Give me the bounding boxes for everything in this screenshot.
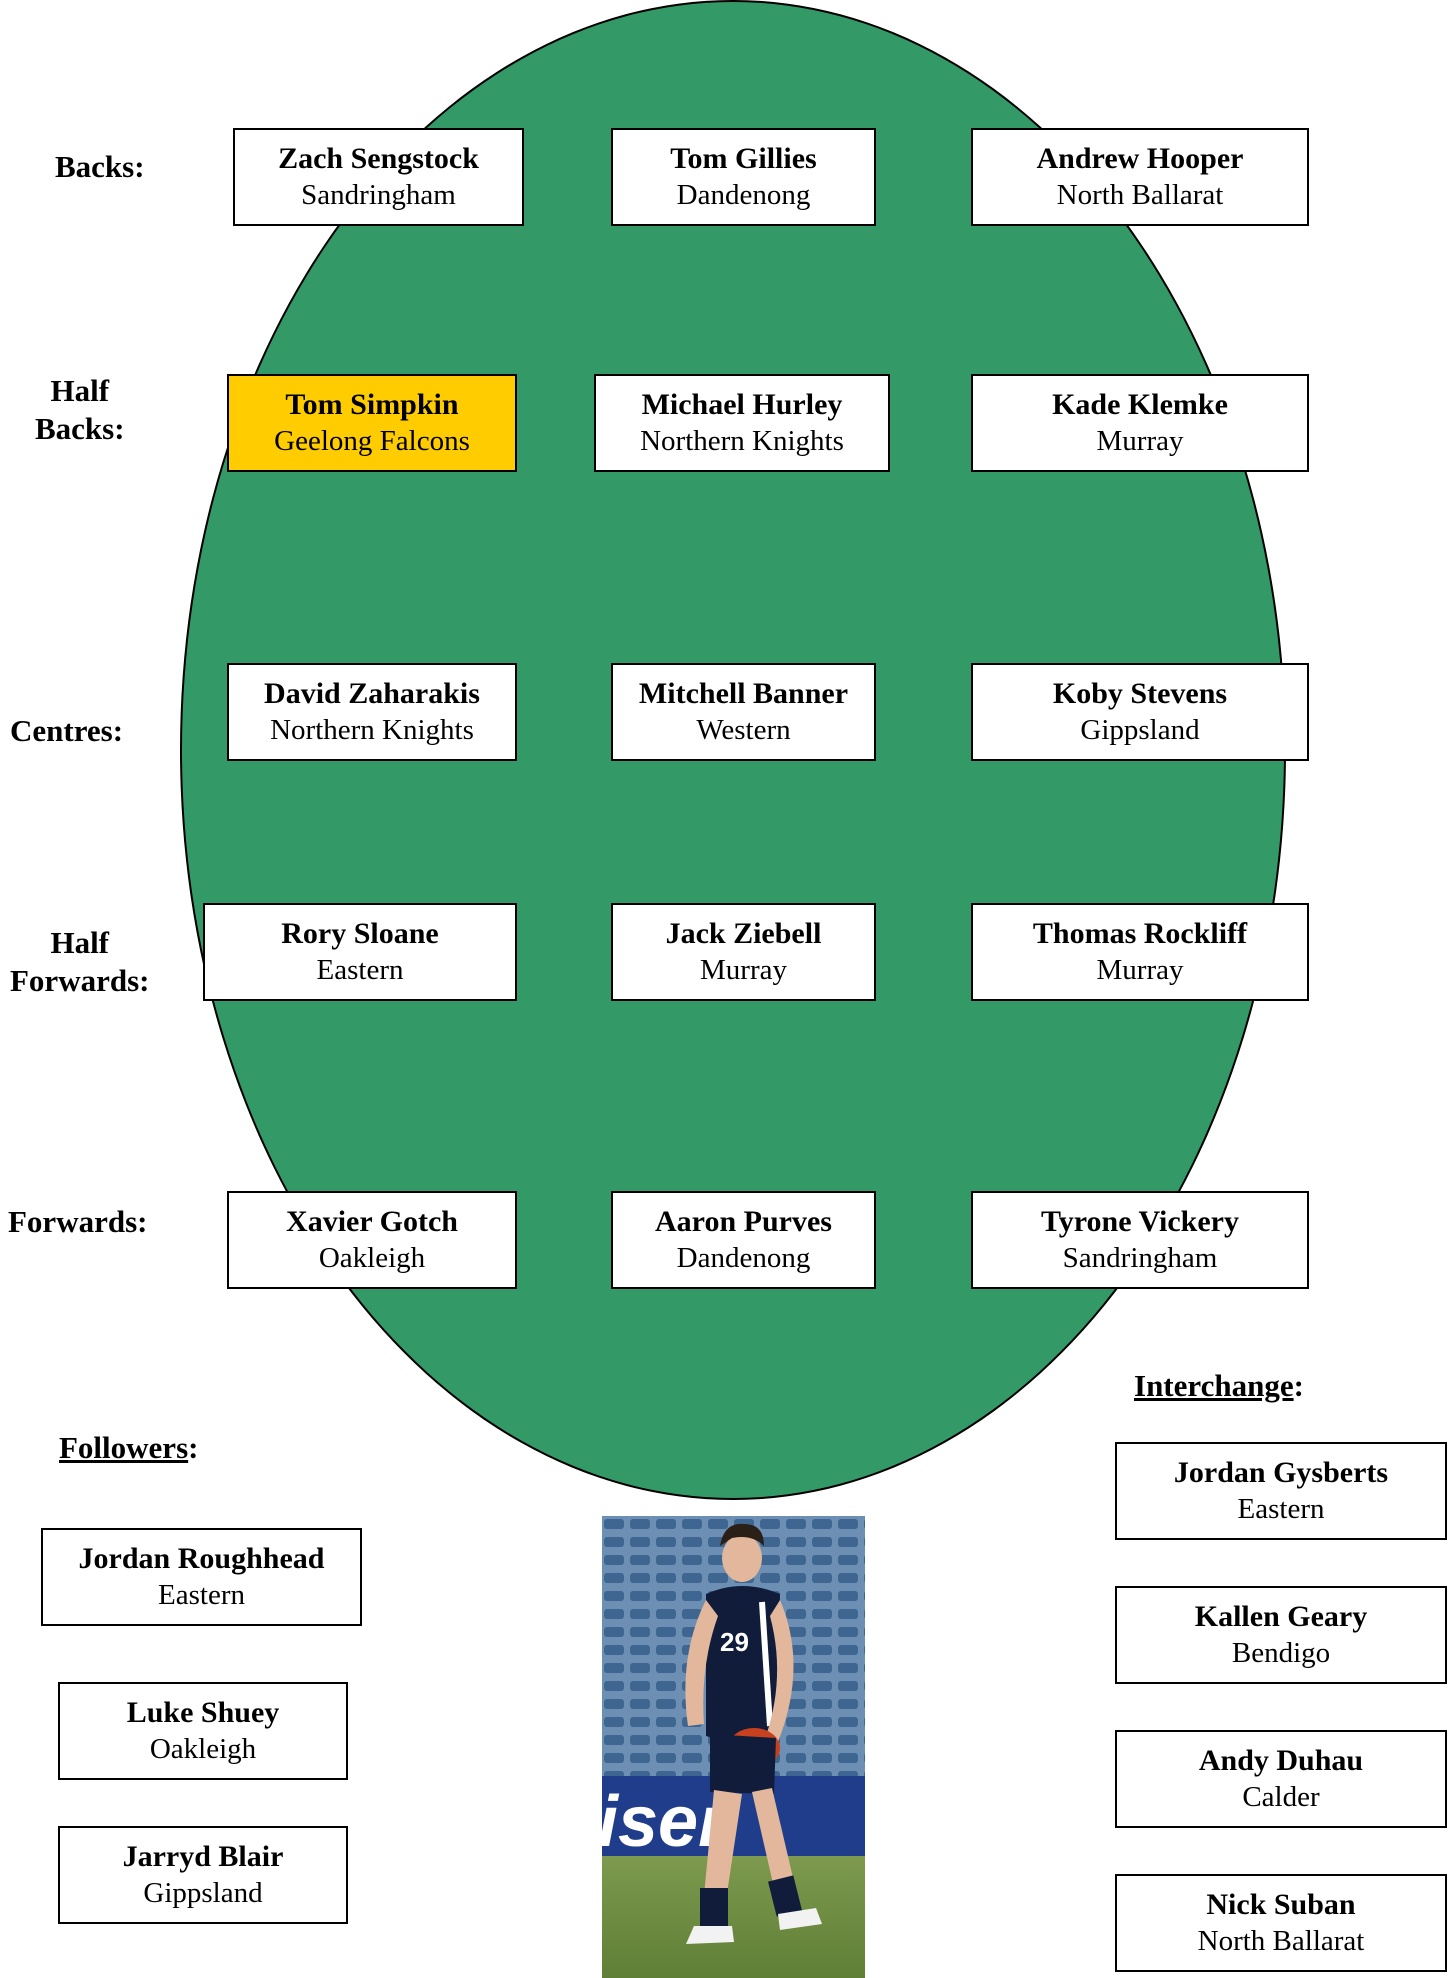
jersey-number: 29: [720, 1627, 749, 1657]
player-card-half-backs-1: Tom Simpkin Geelong Falcons: [227, 374, 517, 472]
player-club: Murray: [1096, 954, 1184, 986]
footballer-figure: 29: [685, 1523, 822, 1944]
player-name: Zach Sengstock: [278, 142, 479, 175]
player-card-half-backs-3: Kade Klemke Murray: [971, 374, 1309, 472]
player-club: Geelong Falcons: [274, 425, 470, 457]
player-club: Eastern: [316, 954, 404, 986]
follower-card-1: Jordan Roughhead Eastern: [41, 1528, 362, 1626]
player-club: Dandenong: [676, 179, 811, 211]
player-card-centres-3: Koby Stevens Gippsland: [971, 663, 1309, 761]
player-club: Northern Knights: [270, 714, 474, 746]
interchange-card-4: Nick Suban North Ballarat: [1115, 1874, 1447, 1972]
player-card-half-forwards-1: Rory Sloane Eastern: [203, 903, 517, 1001]
player-name: Luke Shuey: [126, 1696, 280, 1729]
player-name: Koby Stevens: [1052, 677, 1228, 710]
player-club: Dandenong: [676, 1242, 811, 1274]
player-club: Murray: [700, 954, 787, 986]
player-club: Calder: [1242, 1781, 1320, 1813]
player-name: Jarryd Blair: [122, 1840, 284, 1873]
followers-heading: Followers:: [59, 1430, 198, 1466]
follower-card-2: Luke Shuey Oakleigh: [58, 1682, 348, 1780]
player-card-backs-3: Andrew Hooper North Ballarat: [971, 128, 1309, 226]
player-club: Sandringham: [301, 179, 456, 211]
player-name: Andrew Hooper: [1036, 142, 1244, 175]
interchange-card-1: Jordan Gysberts Eastern: [1115, 1442, 1447, 1540]
player-club: Bendigo: [1231, 1637, 1331, 1669]
player-club: Eastern: [158, 1579, 245, 1611]
player-card-forwards-2: Aaron Purves Dandenong: [611, 1191, 876, 1289]
player-name: Jordan Gysberts: [1173, 1456, 1389, 1489]
player-club: Western: [696, 714, 791, 746]
player-name: Mitchell Banner: [638, 677, 849, 710]
row-label-forwards: Forwards:: [8, 1204, 148, 1239]
player-name: Jordan Roughhead: [78, 1542, 325, 1575]
interchange-card-3: Andy Duhau Calder: [1115, 1730, 1447, 1828]
player-card-half-forwards-3: Thomas Rockliff Murray: [971, 903, 1309, 1001]
player-name: Kallen Geary: [1194, 1600, 1368, 1633]
grass: [602, 1856, 865, 1978]
player-club: Murray: [1096, 425, 1184, 457]
interchange-heading: Interchange:: [1134, 1368, 1304, 1404]
follower-card-3: Jarryd Blair Gippsland: [58, 1826, 348, 1924]
row-label-half-forwards: Half Forwards:: [10, 924, 149, 1000]
player-card-forwards-1: Xavier Gotch Oakleigh: [227, 1191, 517, 1289]
player-name: Xavier Gotch: [286, 1205, 458, 1238]
player-name: David Zaharakis: [264, 677, 480, 710]
player-club: Oakleigh: [318, 1242, 426, 1274]
followers-heading-colon: :: [188, 1430, 199, 1465]
row-label-backs: Backs:: [55, 149, 145, 184]
player-photo: iser 29: [602, 1516, 865, 1978]
row-label-half-forwards-line2: Forwards:: [10, 963, 150, 998]
row-label-half-forwards-line1: Half: [50, 925, 110, 960]
row-label-half-backs-line1: Half: [50, 373, 110, 408]
player-name: Rory Sloane: [281, 917, 439, 950]
player-name: Kade Klemke: [1052, 388, 1228, 421]
player-card-half-backs-2: Michael Hurley Northern Knights: [594, 374, 890, 472]
player-club: North Ballarat: [1197, 1925, 1365, 1957]
player-card-backs-2: Tom Gillies Dandenong: [611, 128, 876, 226]
player-club: Sandringham: [1062, 1242, 1218, 1274]
player-card-centres-1: David Zaharakis Northern Knights: [227, 663, 517, 761]
row-label-half-backs: Half Backs:: [35, 372, 125, 448]
player-card-half-forwards-2: Jack Ziebell Murray: [611, 903, 876, 1001]
player-club: Gippsland: [1080, 714, 1200, 746]
player-name: Andy Duhau: [1198, 1744, 1364, 1777]
player-club: Oakleigh: [149, 1733, 257, 1765]
followers-heading-text: Followers: [59, 1430, 189, 1465]
player-club: Northern Knights: [640, 425, 844, 457]
player-card-forwards-3: Tyrone Vickery Sandringham: [971, 1191, 1309, 1289]
player-name: Nick Suban: [1206, 1888, 1356, 1921]
player-name: Michael Hurley: [641, 388, 843, 421]
player-club: Eastern: [1237, 1493, 1325, 1525]
interchange-heading-colon: :: [1293, 1368, 1304, 1403]
player-club: Gippsland: [143, 1877, 263, 1909]
player-card-backs-1: Zach Sengstock Sandringham: [233, 128, 524, 226]
player-name: Tom Simpkin: [285, 388, 459, 421]
interchange-heading-text: Interchange: [1134, 1368, 1294, 1403]
player-photo-illustration: iser 29: [602, 1516, 865, 1978]
player-name: Tom Gillies: [670, 142, 817, 175]
player-name: Aaron Purves: [655, 1205, 832, 1238]
player-name: Tyrone Vickery: [1040, 1205, 1240, 1238]
player-name: Jack Ziebell: [665, 917, 822, 950]
row-label-centres: Centres:: [10, 713, 124, 748]
player-card-centres-2: Mitchell Banner Western: [611, 663, 876, 761]
player-club: North Ballarat: [1056, 179, 1224, 211]
player-name: Thomas Rockliff: [1032, 917, 1248, 950]
row-label-half-backs-line2: Backs:: [35, 411, 125, 446]
interchange-card-2: Kallen Geary Bendigo: [1115, 1586, 1447, 1684]
